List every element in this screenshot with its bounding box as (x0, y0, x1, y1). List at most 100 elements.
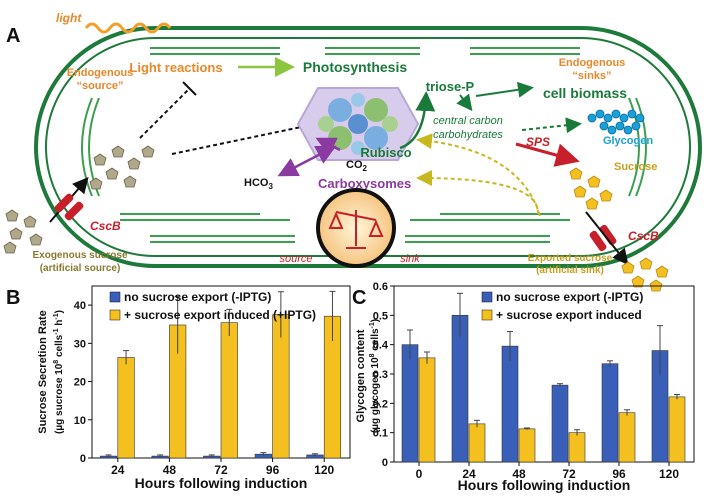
inhibition-bar-light (182, 81, 197, 96)
exported-sucrose-label: Exported sucrose (528, 253, 613, 264)
chartC-xtick-label: 48 (512, 467, 526, 481)
cscb-transporter-right (589, 230, 607, 252)
chartC-ytick-label: 0.5 (373, 310, 388, 322)
chartC-xtick-label: 120 (659, 467, 679, 481)
cscb-transporter-right-2 (599, 224, 617, 246)
panel-c-y-axis-label: Glycogen content (355, 329, 367, 422)
exported-sucrose-label-2: (artificial sink) (536, 265, 604, 276)
chartC-bar-export (668, 396, 686, 463)
legend-swatch-no-export-c (481, 291, 493, 303)
chartB-bar-export (220, 322, 238, 459)
rubisco-protein-icon (318, 93, 398, 155)
legend-label-export-b: + sucrose export induced (+IPTG) (124, 308, 316, 322)
chartB-xtick-label: 96 (266, 463, 280, 477)
chartC-bar-export (568, 432, 586, 463)
panel-b-legend: no sucrose export (-IPTG) + sucrose expo… (109, 290, 316, 322)
light-label: light (56, 11, 82, 25)
panel-c-x-ticks: 0 24 48 72 96 120 (416, 462, 679, 481)
exogenous-sucrose-label: Exogenous sucrose (32, 250, 127, 261)
inhibition-line-light (139, 87, 191, 139)
triose-to-biomass-arrow (475, 81, 534, 98)
panel-b-y-axis-label-units: (µg sucrose 108 cells-1 h-1) (53, 310, 65, 434)
legend-swatch-no-export-b (109, 291, 121, 303)
export-arrow (585, 211, 629, 266)
chartC-bar-export (618, 412, 636, 463)
panel-c-legend: no sucrose export (-IPTG) + sucrose expo… (481, 290, 643, 322)
chartC-xtick-label: 96 (612, 467, 626, 481)
panel-b-bars (99, 290, 342, 459)
chartC-bar-export (468, 423, 486, 463)
chartB-ytick-label: 0 (80, 453, 86, 465)
chartC-xtick-label: 72 (562, 467, 576, 481)
chartC-xtick-label: 24 (462, 467, 476, 481)
sucrose-icons-inside (569, 167, 613, 210)
sps-label: SPS (526, 135, 550, 149)
panel-b-y-axis-label: Sucrose Secretion Rate (37, 310, 49, 434)
cscb-left-label: CscB (90, 219, 121, 233)
glycogen-label: Glycogen (603, 135, 653, 147)
photosynthesis-label: Photosynthesis (303, 59, 407, 75)
endogenous-source-label-2: “source” (76, 80, 123, 92)
cscb-transporter-left (54, 193, 74, 213)
panel-c-x-axis-label: Hours following induction (458, 477, 631, 493)
panel-c-letter: C (352, 287, 366, 309)
carbon-to-glycogen-arrow (521, 117, 582, 134)
chartB-ytick-label: 20 (74, 377, 86, 389)
chartC-ytick-label: 0.2 (373, 398, 388, 410)
chartC-ytick-label: 0 (382, 457, 388, 469)
sucrose-label: Sucrose (614, 161, 657, 173)
chartC-ytick-label: 0.3 (373, 369, 388, 381)
central-carbon-label: central carbon (433, 115, 503, 127)
light-wave (84, 22, 172, 34)
central-carbon-label-2: carbohydrates (433, 129, 503, 141)
chartC-bar-export (418, 357, 436, 463)
rubisco-label: Rubisco (360, 145, 411, 160)
cell-biomass-label: cell biomass (543, 85, 627, 101)
chartB-ytick-label: 40 (74, 300, 86, 312)
chartB-ytick-label: 30 (74, 338, 86, 350)
sucrose-icons-exported (621, 257, 669, 292)
chartB-xtick-label: 48 (163, 463, 177, 477)
chartC-bar-no-export (401, 344, 419, 463)
legend-label-no-export-b: no sucrose export (-IPTG) (124, 290, 271, 304)
panel-a-letter: A (6, 25, 20, 47)
legend-label-export-c: + sucrose export induced (496, 308, 642, 322)
panel-a: A light Endogenous “source” Light reacti… (3, 11, 702, 292)
panel-b-x-axis-label: Hours following induction (135, 475, 308, 491)
co2-label: CO2 (346, 159, 368, 173)
purple-arrow-in (315, 137, 341, 156)
legend-swatch-export-b (109, 309, 121, 321)
co2-to-triose-arrow (399, 91, 436, 150)
cscb-right-label: CscB (628, 229, 659, 243)
exogenous-sucrose-label-2: (artificial source) (40, 263, 121, 274)
sink-label: sink (400, 253, 420, 265)
chartC-bar-no-export (601, 363, 619, 463)
chartC-bar-export (518, 428, 536, 463)
balance-scale-icon (328, 210, 384, 249)
endogenous-sinks-label: Endogenous (559, 57, 626, 69)
chartC-ytick-label: 0.1 (373, 428, 388, 440)
sucrose-icons-left-inside (89, 145, 155, 190)
endogenous-source-label: Endogenous (67, 67, 134, 79)
chartB-xtick-label: 72 (214, 463, 228, 477)
chartC-ytick-label: 0.6 (373, 281, 388, 293)
exported-to-carboxysome-arrow (416, 170, 540, 215)
cscb-transporter-left-2 (64, 201, 84, 221)
hco3-label: HCO3 (244, 177, 273, 191)
legend-swatch-export-c (481, 309, 493, 321)
exported-to-rubisco-arrow (416, 133, 541, 217)
inhibition-line-rubisco (171, 125, 307, 155)
chartC-bar-no-export (501, 345, 519, 463)
panel-c-y-ticks: 00.10.20.30.40.50.6 (373, 281, 394, 469)
chartC-xtick-label: 0 (416, 467, 423, 481)
chartB-ytick-label: 10 (74, 415, 86, 427)
panel-b-letter: B (6, 287, 20, 309)
panel-c-y-axis-label-units: (µg glycogen 108 cells-1) (369, 319, 381, 433)
endogenous-sinks-label-2: “sinks” (572, 70, 611, 82)
carboxysomes-label: Carboxysomes (318, 176, 411, 191)
chartB-xtick-label: 24 (111, 463, 125, 477)
sucrose-icons-exogenous (3, 209, 43, 254)
